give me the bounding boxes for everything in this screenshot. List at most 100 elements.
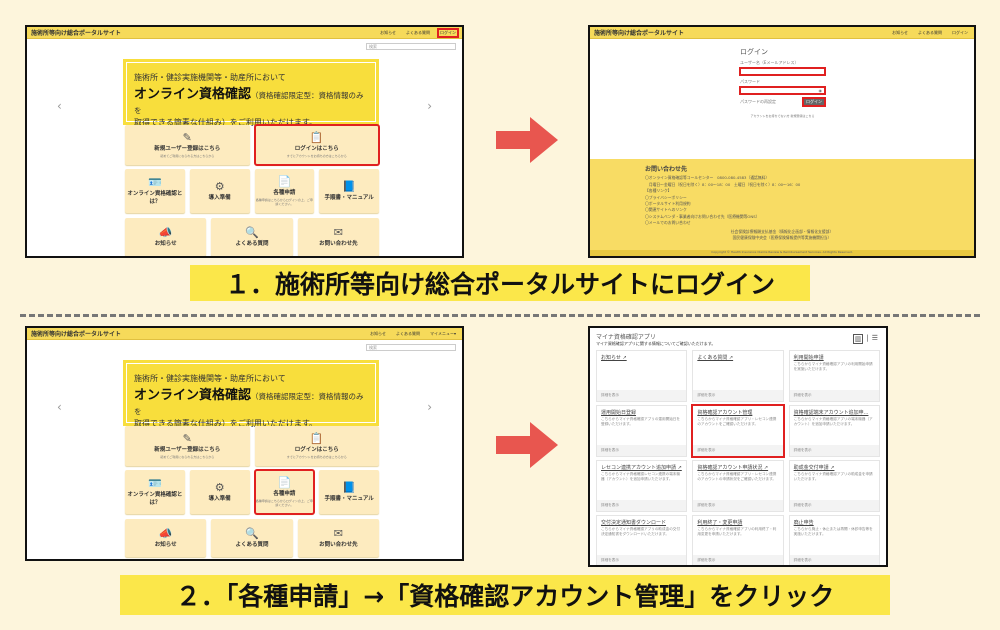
card-title-link[interactable]: 助成金交付申請 ↗: [793, 465, 835, 471]
tile-row3-2[interactable]: ✉お問い合わせ先: [297, 519, 379, 557]
app-card[interactable]: 利用開始申請こちらからマイナ資格確認アプリの利用開始申請を実施いただけます。詳細…: [788, 350, 880, 402]
card-title-link[interactable]: 資格確認アカウント管理: [697, 410, 753, 416]
grid-view-icon[interactable]: ▥: [852, 334, 864, 344]
card-title-link[interactable]: 運用開始日登録: [601, 410, 637, 416]
card-title-link[interactable]: 交付決定通知書ダウンロード: [601, 520, 667, 526]
tile-sub: すでにアカウントをお持ちの方はこちらから: [286, 455, 347, 460]
divider: [20, 314, 980, 317]
header-link-faq[interactable]: よくある質問: [406, 29, 430, 35]
card-title-link[interactable]: 資格確認端末アカウント追加申...: [793, 410, 869, 416]
card-detail-link[interactable]: 詳細を表示: [693, 445, 783, 456]
card-title-link[interactable]: 廃止申告: [793, 520, 814, 526]
tile-row3-1[interactable]: 🔍よくある質問: [211, 218, 293, 256]
card-detail-link[interactable]: 詳細を表示: [597, 445, 687, 456]
tile-row3-2[interactable]: ✉お問い合わせ先: [297, 218, 379, 256]
site-title: 施術所等向け総合ポータルサイト: [31, 331, 122, 338]
card-title-link[interactable]: 資格確認アカウント申請状況 ↗: [697, 465, 769, 471]
tile-row2-3[interactable]: 📘手順書・マニュアル: [319, 169, 379, 213]
tile-label: オンライン資格確認とは？: [127, 191, 183, 206]
app-card[interactable]: 資格確認端末アカウント追加申...こちらからマイナ資格確認アプリの端末機器（アカ…: [788, 405, 880, 457]
card-detail-link[interactable]: 詳細を表示: [789, 445, 879, 456]
card-detail-link[interactable]: 詳細を表示: [693, 390, 783, 401]
header-link-login[interactable]: ログイン: [437, 27, 459, 38]
card-title-link[interactable]: 利用開始申請: [793, 355, 824, 361]
site-title: 施術所等向け総合ポータルサイト: [31, 30, 122, 37]
header-link-login[interactable]: マイメニュー▾: [429, 330, 456, 336]
tile-icon: 📄: [277, 475, 292, 489]
card-detail-link[interactable]: 詳細を表示: [693, 500, 783, 511]
card-description: こちらからマイナ資格確認アプリの利用終了・利用変更を申請いただけます。: [697, 527, 777, 537]
eye-icon[interactable]: ◉: [818, 88, 823, 93]
app-card[interactable]: 利用終了・変更申請こちらからマイナ資格確認アプリの利用終了・利用変更を申請いただ…: [692, 515, 784, 565]
header-link-news[interactable]: お知らせ: [892, 29, 908, 35]
card-detail-link[interactable]: 詳細を表示: [597, 500, 687, 511]
tile-row3-1[interactable]: 🔍よくある質問: [211, 519, 293, 557]
tile-row2-0[interactable]: 🪪オンライン資格確認とは？: [125, 470, 185, 514]
tile-row2-2[interactable]: 📄各種申請各種申請はこちらからログインの上、ご申請ください。: [254, 169, 315, 213]
carousel-prev-icon[interactable]: ‹: [57, 400, 62, 414]
tile-row1-1[interactable]: 📋ログインはこちらすでにアカウントをお持ちの方はこちらから: [253, 124, 380, 166]
header-link-faq[interactable]: よくある質問: [918, 29, 942, 35]
tile-row: ✎新規ユーザー登録はこちら初めてご利用になられる方はこちらから📋ログインはこちら…: [125, 426, 379, 466]
signup-link[interactable]: アカウントをお持ちでない方 新規登録はこちら: [750, 114, 815, 118]
tile-row3-0[interactable]: 📣お知らせ: [125, 218, 207, 256]
card-title-link[interactable]: よくある質問 ↗: [697, 355, 734, 361]
username-input[interactable]: [739, 67, 826, 76]
tile-row2-0[interactable]: 🪪オンライン資格確認とは？: [125, 169, 185, 213]
tile-icon: ✉: [333, 225, 343, 239]
card-title-link[interactable]: お知らせ ↗: [601, 355, 627, 361]
hero-banner[interactable]: 施術所・健診実施機関等・助産所においてオンライン資格確認（資格確認限定型：資格情…: [123, 360, 379, 428]
header-link-news[interactable]: お知らせ: [370, 330, 386, 336]
card-title-link[interactable]: レセコン連携アカウント追加申請 ↗: [601, 465, 682, 471]
tile-row2-1[interactable]: ⚙導入準備: [189, 470, 250, 514]
card-title-link[interactable]: 利用終了・変更申請: [697, 520, 743, 526]
tile-label: 導入準備: [208, 496, 231, 503]
tile-row2-1[interactable]: ⚙導入準備: [189, 169, 250, 213]
tile-row3-0[interactable]: 📣お知らせ: [125, 519, 207, 557]
search-input[interactable]: 検索: [366, 43, 456, 50]
banner-line1: 施術所・健診実施機関等・助産所において: [134, 374, 286, 383]
app-card[interactable]: 交付決定通知書ダウンロードこちらからマイナ資格確認アプリの助成金の交付決定通知書…: [596, 515, 688, 565]
app-card[interactable]: 資格確認アカウント申請状況 ↗こちらからマイナ資格確認アプリ・レセコン連携のアカ…: [692, 460, 784, 512]
card-detail-link[interactable]: 詳細を表示: [693, 555, 783, 565]
hero-banner[interactable]: 施術所・健診実施機関等・助産所においてオンライン資格確認（資格確認限定型：資格情…: [123, 59, 379, 127]
tile-row1-0[interactable]: ✎新規ユーザー登録はこちら初めてご利用になられる方はこちらから: [125, 426, 250, 466]
header-link-faq[interactable]: よくある質問: [395, 330, 420, 336]
password-input[interactable]: ◉: [739, 86, 826, 95]
tile-sub: 各種申請はこちらからログインの上、ご申請ください。: [255, 499, 313, 508]
card-detail-link[interactable]: 詳細を表示: [597, 390, 687, 401]
card-detail-link[interactable]: 詳細を表示: [789, 390, 879, 401]
footer-line: 〇メールでのお問い合わせ: [645, 220, 691, 226]
header-link-login[interactable]: ログイン: [952, 29, 968, 35]
header-link-news[interactable]: お知らせ: [380, 29, 396, 35]
card-detail-link[interactable]: 詳細を表示: [789, 555, 879, 565]
card-detail-link[interactable]: 詳細を表示: [789, 500, 879, 511]
app-card[interactable]: 資格確認アカウント管理こちらからマイナ資格確認アプリ・レセコン連携のアカウントを…: [691, 404, 785, 458]
card-description: こちらからマイナ資格確認アプリの運用開始日を登録いただけます。: [601, 417, 680, 427]
site-header: 施術所等向け総合ポータルサイト お知らせ よくある質問 ログイン: [590, 27, 974, 39]
site-title: 施術所等向け総合ポータルサイト: [594, 30, 685, 37]
list-view-icon[interactable]: ☰: [871, 334, 878, 342]
tile-row1-1[interactable]: 📋ログインはこちらすでにアカウントをお持ちの方はこちらから: [254, 426, 379, 466]
app-card[interactable]: 助成金交付申請 ↗こちらからマイナ資格確認アプリの助成金を申請いただけます。詳細…: [788, 460, 880, 512]
tile-row2-3[interactable]: 📘手順書・マニュアル: [319, 470, 379, 514]
app-card[interactable]: よくある質問 ↗ 詳細を表示: [692, 350, 784, 402]
app-card[interactable]: お知らせ ↗ 詳細を表示: [596, 350, 688, 402]
app-card[interactable]: 廃止申告こちらから廃止・休止または再開・休診申告等を実施いただけます。詳細を表示: [788, 515, 880, 565]
footer-line: 〇関連サイトへのリンク: [645, 207, 687, 213]
app-card[interactable]: 運用開始日登録こちらからマイナ資格確認アプリの運用開始日を登録いただけます。詳細…: [596, 405, 688, 457]
tile-row1-0[interactable]: ✎新規ユーザー登録はこちら初めてご利用になられる方はこちらから: [125, 125, 250, 165]
carousel-next-icon[interactable]: ›: [427, 99, 432, 113]
app-card[interactable]: レセコン連携アカウント追加申請 ↗こちらからマイナ資格確認レセコン連携の端末機器…: [596, 460, 688, 512]
carousel-next-icon[interactable]: ›: [427, 400, 432, 414]
carousel-prev-icon[interactable]: ‹: [57, 99, 62, 113]
tile-row2-2[interactable]: 📄各種申請各種申請はこちらからログインの上、ご申請ください。: [253, 469, 316, 515]
tile-label: お知らせ: [154, 542, 177, 549]
card-detail-link[interactable]: 詳細を表示: [597, 555, 687, 565]
card-description: こちらからマイナ資格確認レセコン連携の端末機器（アカウント）を追加申請いただけま…: [601, 472, 680, 482]
password-reset-link[interactable]: パスワードの再設定: [740, 99, 776, 104]
site-header: 施術所等向け総合ポータルサイト お知らせ よくある質問 マイメニュー▾: [27, 328, 462, 340]
tile-row: 📣お知らせ🔍よくある質問✉お問い合わせ先: [125, 519, 379, 557]
login-button[interactable]: ログイン: [802, 97, 826, 107]
search-input[interactable]: 検索: [366, 344, 456, 351]
